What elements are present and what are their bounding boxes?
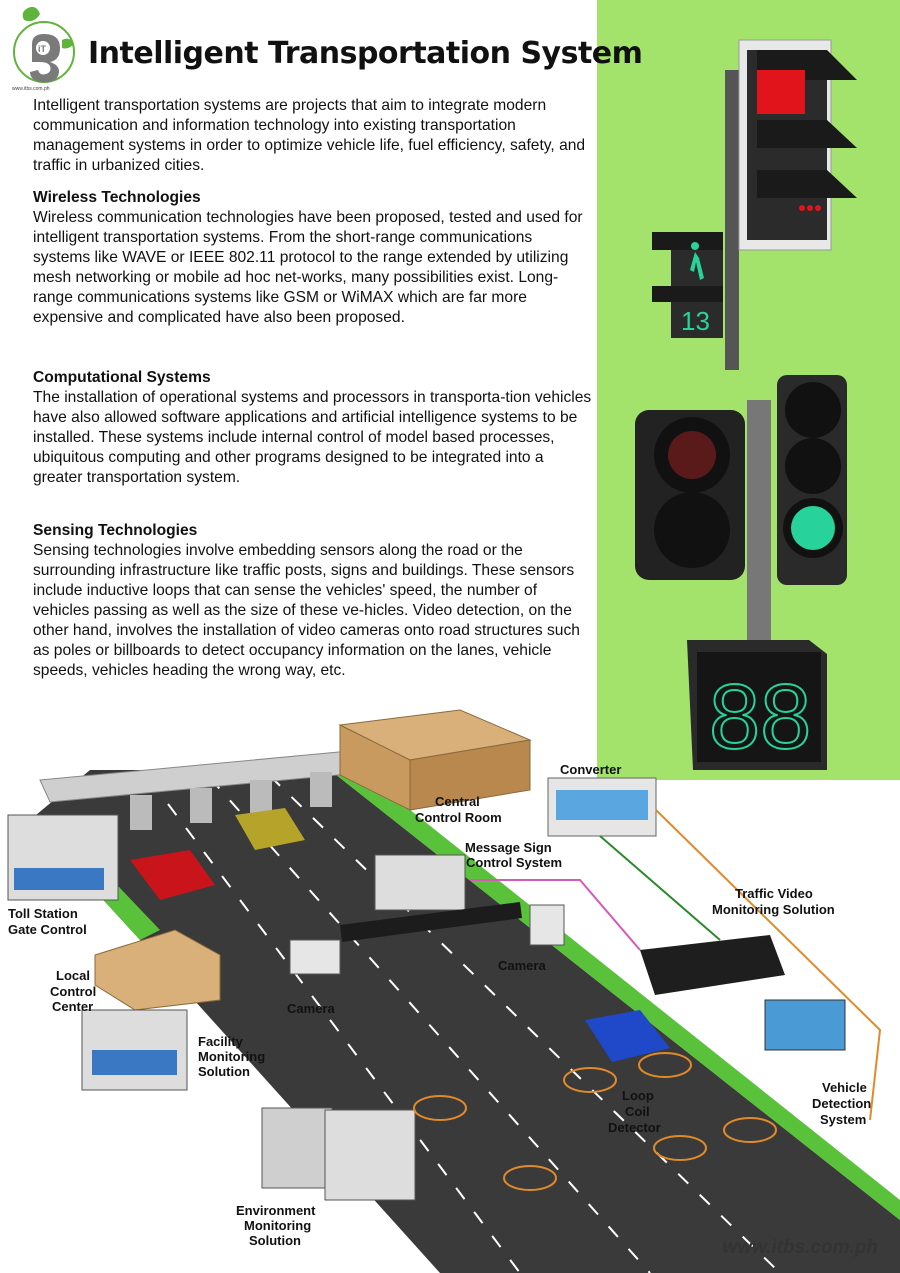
label-central-1: Central bbox=[435, 794, 480, 809]
label-camera-right: Camera bbox=[498, 958, 546, 973]
label-env-2: Monitoring bbox=[244, 1218, 311, 1233]
camera-left-device bbox=[289, 939, 341, 975]
label-toll-1: Toll Station bbox=[8, 906, 78, 921]
label-facility-2: Monitoring bbox=[198, 1049, 265, 1064]
page-title: Intelligent Transportation System bbox=[88, 36, 643, 71]
highway-road bbox=[30, 770, 900, 1273]
vehicle-detection-board bbox=[764, 999, 846, 1051]
countdown-digits: 88 bbox=[709, 666, 811, 768]
section-body-computational: The installation of operational systems … bbox=[33, 389, 592, 486]
red-car bbox=[130, 850, 215, 900]
label-vehicle-2: Detection bbox=[812, 1096, 871, 1111]
label-camera-left: Camera bbox=[287, 1001, 335, 1016]
local-control-center-hut bbox=[94, 929, 221, 1011]
label-facility-3: Solution bbox=[198, 1064, 250, 1079]
intro-paragraph: Intelligent transportation systems are p… bbox=[33, 97, 586, 174]
traffic-video-unit bbox=[640, 935, 785, 995]
label-converter: Converter bbox=[560, 762, 621, 777]
label-toll-2: Gate Control bbox=[8, 922, 87, 937]
double-signal-heads bbox=[635, 375, 847, 640]
logo-mark: iT bbox=[38, 44, 47, 54]
traffic-signals-illustration: 13 88 bbox=[635, 39, 857, 770]
section-heading-wireless: Wireless Technologies bbox=[33, 189, 201, 206]
yellow-car bbox=[235, 808, 305, 850]
blue-car bbox=[585, 1010, 670, 1062]
countdown-display: 88 bbox=[687, 640, 827, 770]
logo-tagline: www.itbs.com.ph bbox=[12, 86, 50, 92]
label-facility-1: Facility bbox=[198, 1034, 244, 1049]
label-traffic-video-1: Traffic Video bbox=[735, 886, 813, 901]
section-heading-computational: Computational Systems bbox=[33, 369, 211, 386]
toll-gate bbox=[39, 749, 371, 830]
label-message-sign-1: Message Sign bbox=[465, 840, 552, 855]
label-local-2: Control bbox=[50, 984, 96, 999]
label-vehicle-3: System bbox=[820, 1112, 866, 1127]
its-architecture-diagram: Converter Central Control Room Message S… bbox=[7, 709, 900, 1273]
environment-station bbox=[261, 1107, 333, 1189]
variable-message-sign bbox=[340, 902, 522, 942]
itbs-logo: iT www.itbs.com.ph bbox=[12, 6, 75, 92]
environment-cabinet bbox=[324, 1109, 416, 1201]
label-local-3: Center bbox=[52, 999, 93, 1014]
label-central-2: Control Room bbox=[415, 810, 502, 825]
label-loop-3: Detector bbox=[608, 1120, 661, 1135]
camera-right-device bbox=[529, 904, 565, 946]
section-body-sensing: Sensing technologies involve embedding s… bbox=[33, 542, 580, 679]
label-vehicle-1: Vehicle bbox=[822, 1080, 867, 1095]
label-traffic-video-2: Monitoring Solution bbox=[712, 902, 835, 917]
label-local-1: Local bbox=[56, 968, 90, 983]
vehicle-signal-head bbox=[725, 39, 857, 370]
label-loop-2: Coil bbox=[625, 1104, 650, 1119]
label-loop-1: Loop bbox=[622, 1088, 654, 1103]
network-cabling bbox=[470, 809, 882, 1121]
pedestrian-countdown: 13 bbox=[681, 306, 710, 336]
label-message-sign-2: Control System bbox=[466, 855, 562, 870]
label-env-1: Environment bbox=[236, 1203, 316, 1218]
pedestrian-signal: 13 bbox=[652, 232, 723, 338]
section-heading-sensing: Sensing Technologies bbox=[33, 522, 198, 539]
section-body-wireless: Wireless communication technologies have… bbox=[33, 209, 583, 326]
message-sign-control bbox=[374, 854, 466, 911]
loop-coils bbox=[413, 1052, 777, 1191]
footer-website-url[interactable]: www.itbs.com.ph bbox=[722, 1237, 878, 1258]
label-env-3: Solution bbox=[249, 1233, 301, 1248]
